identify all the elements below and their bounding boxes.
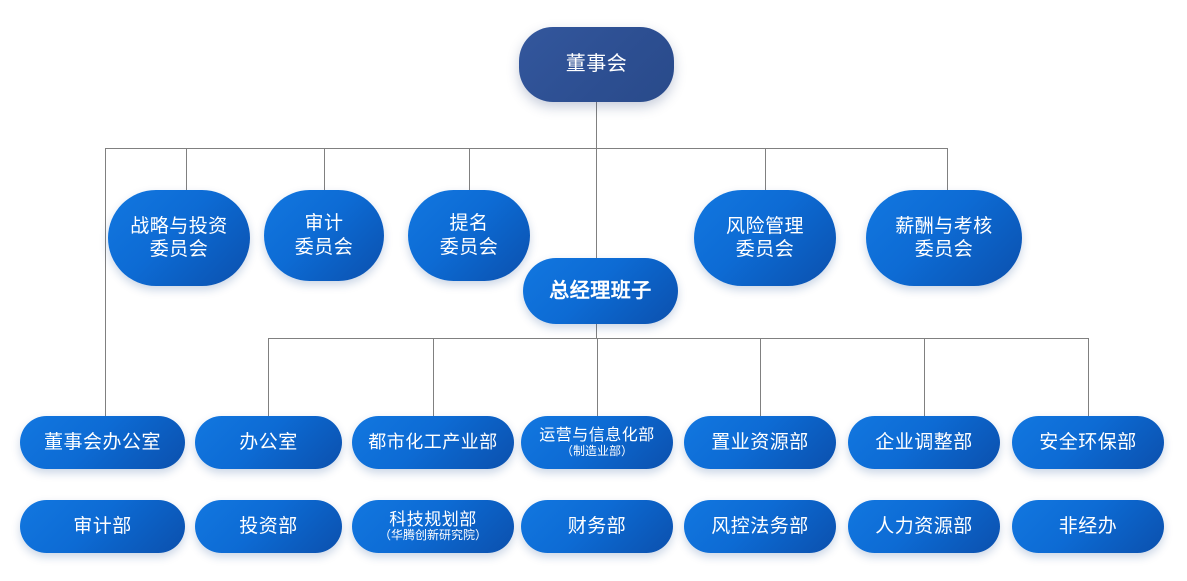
- node-committee-nomination[interactable]: 提名 委员会: [408, 190, 530, 281]
- node-label-line2: 委员会: [294, 236, 354, 258]
- node-label-line2: 委员会: [914, 239, 974, 260]
- node-label: 审计部: [73, 515, 132, 537]
- node-label: 人力资源部: [875, 515, 973, 537]
- node-label-line1: 风险管理: [725, 215, 804, 237]
- node-label-line2: 委员会: [149, 239, 209, 260]
- node-dept-finance[interactable]: 财务部: [521, 500, 673, 553]
- node-committee-risk-management[interactable]: 风险管理 委员会: [694, 190, 836, 286]
- connector-dept-bus: [268, 338, 1089, 339]
- node-dept-office[interactable]: 办公室: [195, 416, 342, 469]
- connector-gm-stem: [596, 324, 597, 338]
- connector-top-bus: [105, 148, 948, 149]
- node-committee-compensation-assessment[interactable]: 薪酬与考核 委员会: [866, 190, 1022, 286]
- connector-board-office-drop: [105, 148, 106, 416]
- node-label-line1: 审计: [304, 213, 344, 235]
- node-label: 财务部: [567, 515, 627, 537]
- node-dept-risk-control-legal[interactable]: 风控法务部: [684, 500, 836, 553]
- connector-dept-drop-1: [268, 338, 269, 416]
- node-label: 总经理班子: [549, 279, 652, 302]
- node-dept-safety-environmental[interactable]: 安全环保部: [1012, 416, 1164, 469]
- node-label-line1: 薪酬与考核: [895, 215, 993, 237]
- node-dept-urban-chemical-industry[interactable]: 都市化工产业部: [352, 416, 514, 469]
- node-label: 置业资源部: [711, 431, 809, 453]
- node-dept-enterprise-adjustment[interactable]: 企业调整部: [848, 416, 1000, 469]
- connector-dept-drop-5: [924, 338, 925, 416]
- node-dept-board-office[interactable]: 董事会办公室: [20, 416, 185, 469]
- node-label: 办公室: [239, 431, 298, 453]
- connector-dept-drop-3: [597, 338, 598, 416]
- connector-board-stem: [596, 101, 597, 148]
- node-dept-audit[interactable]: 审计部: [20, 500, 185, 553]
- node-label-line1: 战略与投资: [130, 215, 228, 237]
- node-label-line2: （华腾创新研究院）: [378, 528, 487, 543]
- connector-committee-drop-5: [947, 148, 948, 190]
- node-dept-property-resources[interactable]: 置业资源部: [684, 416, 836, 469]
- node-label: 安全环保部: [1039, 431, 1137, 453]
- node-general-manager-team[interactable]: 总经理班子: [523, 258, 678, 324]
- node-label: 董事会办公室: [43, 431, 161, 453]
- node-dept-operations-informatization[interactable]: 运营与信息化部 （制造业部）: [521, 416, 673, 469]
- node-label: 非经办: [1058, 515, 1118, 537]
- node-dept-investment[interactable]: 投资部: [195, 500, 342, 553]
- connector-committee-drop-1: [186, 148, 187, 190]
- node-committee-strategy-investment[interactable]: 战略与投资 委员会: [108, 190, 250, 286]
- connector-committee-drop-2: [324, 148, 325, 190]
- node-label-line2: （制造业部）: [560, 443, 633, 458]
- connector-committee-drop-4: [765, 148, 766, 190]
- node-label-line1: 运营与信息化部: [539, 426, 655, 444]
- connector-dept-drop-6: [1088, 338, 1089, 416]
- node-label: 都市化工产业部: [368, 431, 498, 452]
- node-label-line2: 委员会: [735, 239, 795, 260]
- node-label-line1: 提名: [449, 213, 489, 235]
- node-label: 董事会: [565, 53, 628, 76]
- connector-dept-drop-4: [760, 338, 761, 416]
- node-board-of-directors[interactable]: 董事会: [519, 27, 674, 102]
- node-label: 风控法务部: [711, 515, 809, 537]
- connector-gm-drop: [596, 148, 597, 258]
- connector-committee-drop-3: [469, 148, 470, 190]
- connector-dept-drop-2: [433, 338, 434, 416]
- node-label: 企业调整部: [875, 431, 973, 453]
- node-dept-technology-planning[interactable]: 科技规划部 （华腾创新研究院）: [352, 500, 514, 553]
- node-label-line1: 科技规划部: [389, 510, 477, 530]
- node-label-line2: 委员会: [439, 236, 499, 258]
- node-committee-audit[interactable]: 审计 委员会: [264, 190, 384, 281]
- node-dept-non-operating-office[interactable]: 非经办: [1012, 500, 1164, 553]
- node-dept-human-resources[interactable]: 人力资源部: [848, 500, 1000, 553]
- node-label: 投资部: [239, 515, 298, 537]
